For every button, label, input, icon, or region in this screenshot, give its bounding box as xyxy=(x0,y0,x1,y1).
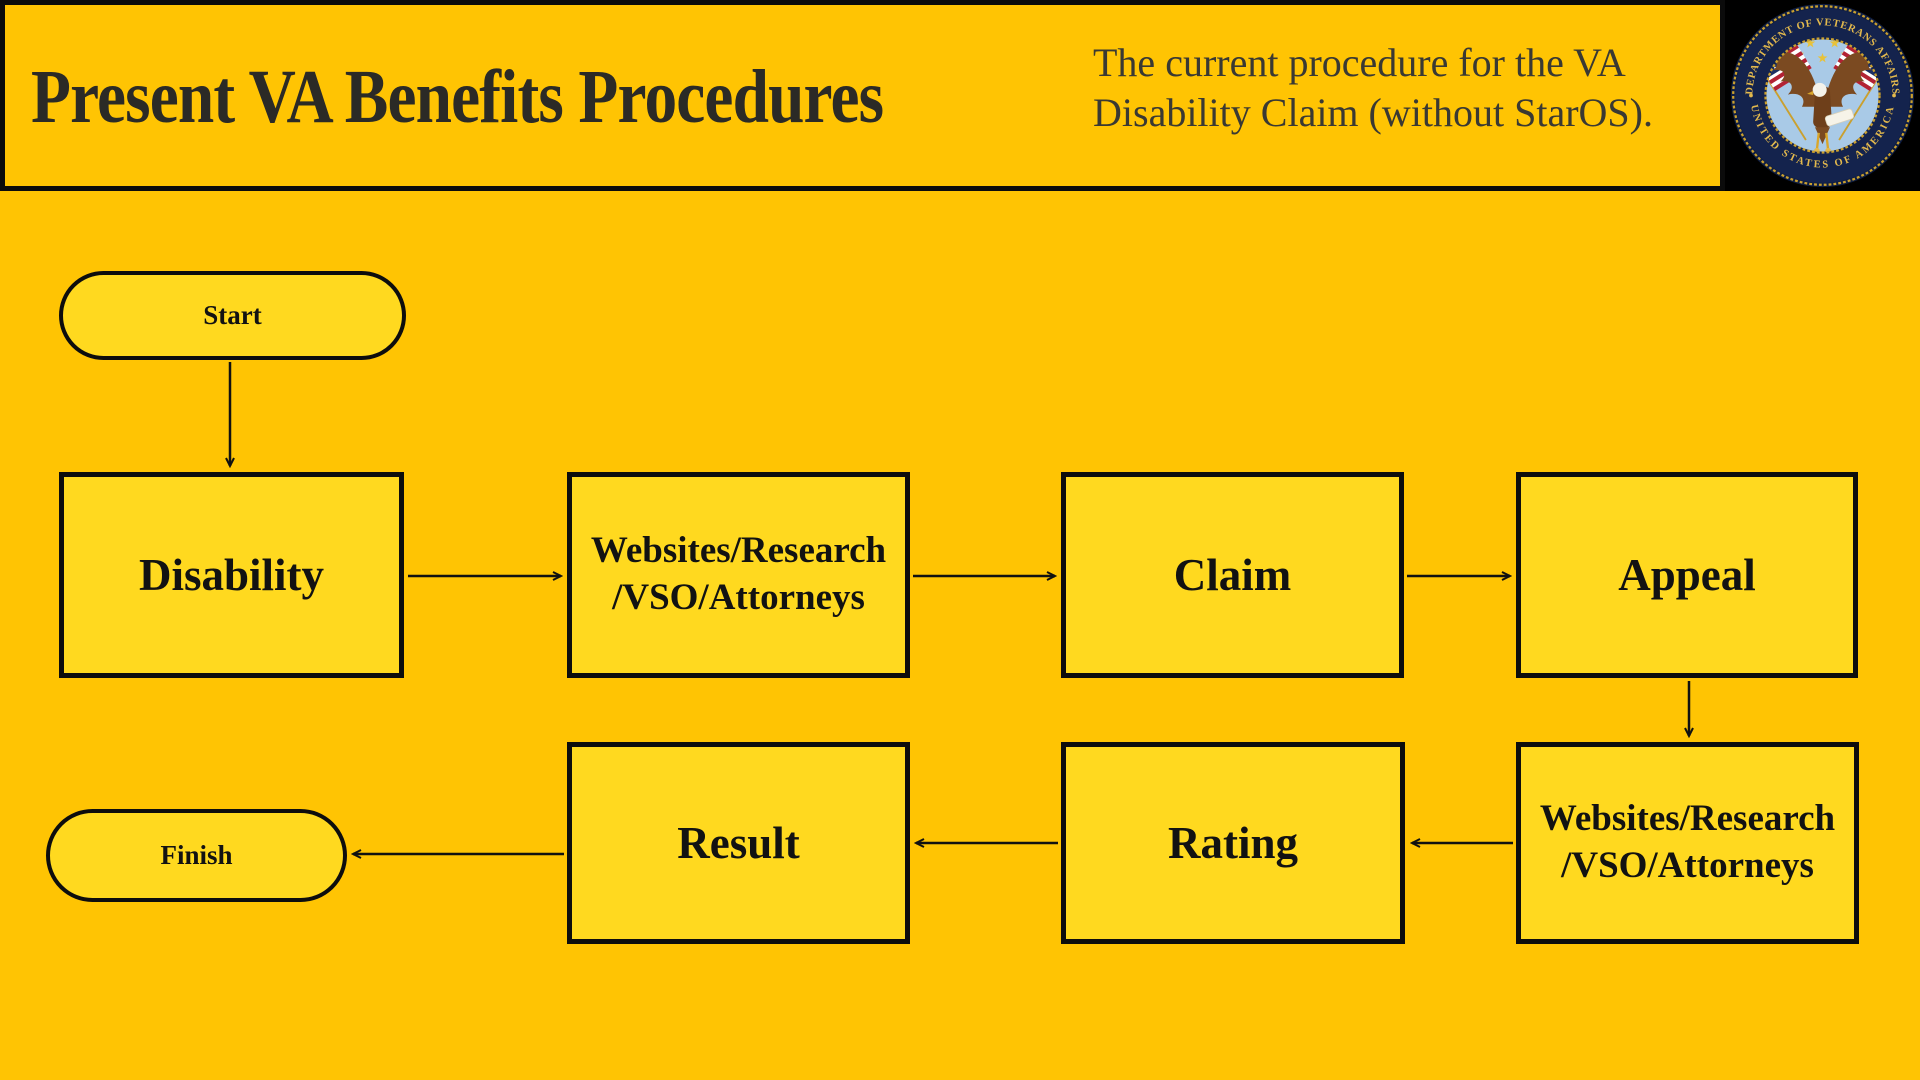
flow-node-websites-bottom-label: Websites/Research /VSO/Attorneys xyxy=(1540,796,1835,889)
flow-node-rating-label: Rating xyxy=(1167,818,1298,868)
flow-node-appeal-label: Appeal xyxy=(1618,550,1756,600)
va-seal-icon: DEPARTMENT OF VETERANS AFFAIRS UNITED ST… xyxy=(1730,3,1915,188)
flow-node-websites-research-top: Websites/Research /VSO/Attorneys xyxy=(567,472,910,678)
websites-bottom-line-2: /VSO/Attorneys xyxy=(1561,845,1814,886)
flow-node-start-label: Start xyxy=(203,300,262,330)
page-title-text: Present VA Benefits Procedures xyxy=(31,54,884,139)
websites-top-line-2: /VSO/Attorneys xyxy=(612,577,865,618)
flow-node-appeal: Appeal xyxy=(1516,472,1858,678)
flow-node-start: Start xyxy=(59,271,406,360)
logo-box: DEPARTMENT OF VETERANS AFFAIRS UNITED ST… xyxy=(1725,0,1920,191)
flow-node-finish: Finish xyxy=(46,809,347,902)
subtitle-line-1: The current procedure for the VA xyxy=(1093,40,1626,85)
flow-node-rating: Rating xyxy=(1061,742,1405,944)
flow-node-claim-label: Claim xyxy=(1173,550,1292,600)
flow-node-websites-top-label: Websites/Research /VSO/Attorneys xyxy=(591,528,886,621)
page-title: Present VA Benefits Procedures xyxy=(31,47,1022,147)
flow-node-websites-research-bottom: Websites/Research /VSO/Attorneys xyxy=(1516,742,1859,944)
page-subtitle: The current procedure for the VA Disabil… xyxy=(1093,38,1733,139)
flow-node-disability-label: Disability xyxy=(138,550,325,600)
websites-bottom-line-1: Websites/Research xyxy=(1539,798,1836,840)
flow-node-claim: Claim xyxy=(1061,472,1404,678)
subtitle-line-2: Disability Claim (without StarOS). xyxy=(1093,90,1653,136)
flow-node-finish-label: Finish xyxy=(160,840,233,870)
header-bar: Present VA Benefits Procedures The curre… xyxy=(0,0,1725,191)
flow-node-disability: Disability xyxy=(59,472,404,678)
websites-top-line-1: Websites/Research xyxy=(590,530,887,572)
flow-node-result-label: Result xyxy=(677,818,800,868)
flow-node-result: Result xyxy=(567,742,910,944)
